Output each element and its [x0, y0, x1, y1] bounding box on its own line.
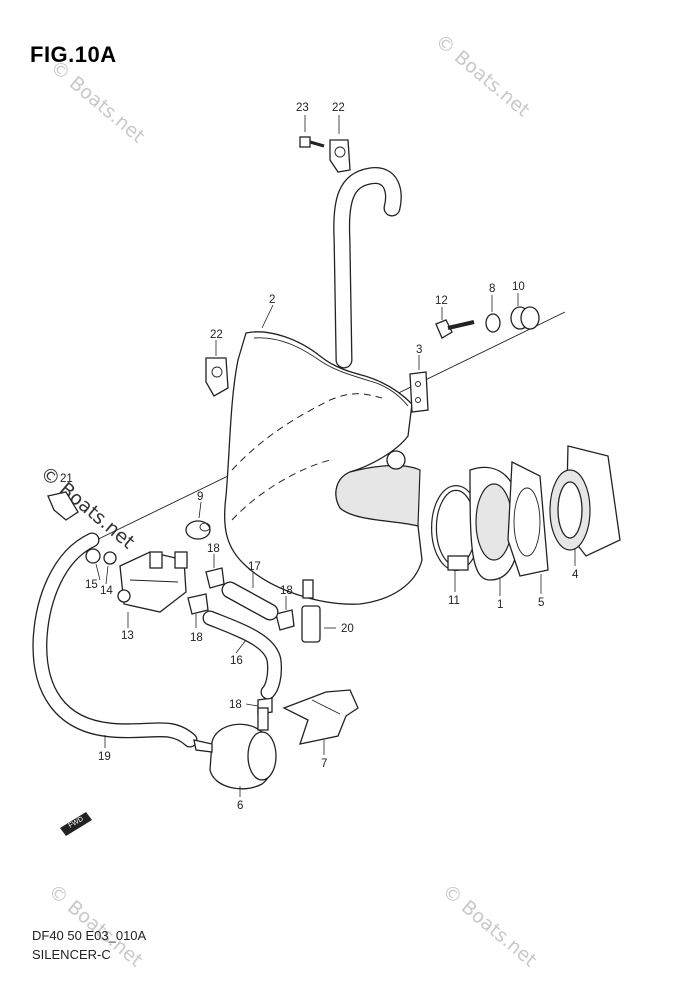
- clamp-22-left: [205, 357, 229, 397]
- callout-3: 3: [416, 344, 422, 356]
- callout-18-b: 18: [190, 632, 203, 644]
- callout-9: 9: [197, 491, 203, 503]
- grommet-9: [185, 520, 211, 540]
- callout-13: 13: [121, 630, 134, 642]
- callout-18-a: 18: [207, 543, 220, 555]
- gasket-5: [507, 460, 549, 577]
- washer-8: [485, 313, 501, 333]
- callout-11: 11: [448, 595, 460, 607]
- silencer-case: [223, 331, 423, 605]
- bolt-23: [299, 136, 325, 148]
- callout-18-d: 18: [229, 699, 242, 711]
- plate-3: [409, 371, 429, 413]
- callout-6: 6: [237, 800, 243, 812]
- callout-20: 20: [341, 623, 354, 635]
- callout-1: 1: [497, 599, 503, 611]
- callout-12: 12: [435, 295, 448, 307]
- front-arrow: FWD: [60, 812, 92, 836]
- callout-19: 19: [98, 751, 111, 763]
- filter-6: [193, 707, 277, 790]
- callout-7: 7: [321, 758, 327, 770]
- figure-title: FIG.10A: [30, 42, 117, 67]
- screen-1: [469, 466, 521, 581]
- clip-18-b: [187, 593, 209, 615]
- fitting-20: [301, 579, 321, 643]
- callout-4: 4: [572, 569, 579, 581]
- clip-21: [47, 491, 79, 521]
- valve-13: [117, 551, 188, 613]
- hose-19: [32, 532, 198, 748]
- hose-17: [221, 581, 279, 621]
- callout-22-top: 22: [332, 102, 345, 114]
- figure-name: SILENCER-C: [32, 947, 111, 962]
- callout-17: 17: [248, 561, 261, 573]
- callout-16: 16: [230, 655, 243, 667]
- callout-8: 8: [489, 283, 495, 295]
- leader-lines: [95, 115, 576, 797]
- clamp-22-top: [329, 139, 351, 173]
- callout-labels: 23 22 2 22 3 12 8 10 21 9 17 18 18 18 16…: [60, 102, 579, 812]
- cap-14: [103, 551, 117, 565]
- callout-18-c: 18: [280, 585, 293, 597]
- grommet-10: [510, 306, 540, 330]
- cap-15: [85, 548, 101, 564]
- clip-18-c: [275, 609, 295, 631]
- intake-4: [549, 445, 621, 557]
- callout-2: 2: [269, 294, 275, 306]
- bracket-7: [282, 689, 359, 745]
- hose-16: [202, 610, 282, 700]
- clip-18-a: [205, 567, 225, 589]
- callout-22-left: 22: [210, 329, 223, 341]
- bolt-12: [435, 319, 475, 339]
- vent-hose: [333, 167, 402, 369]
- callout-15: 15: [85, 579, 98, 591]
- callout-14: 14: [100, 585, 113, 597]
- figure-code: DF40 50 E03_010A: [32, 928, 147, 943]
- callout-23: 23: [296, 102, 309, 114]
- callout-21: 21: [60, 473, 73, 485]
- callout-10: 10: [512, 281, 525, 293]
- callout-5: 5: [538, 597, 544, 609]
